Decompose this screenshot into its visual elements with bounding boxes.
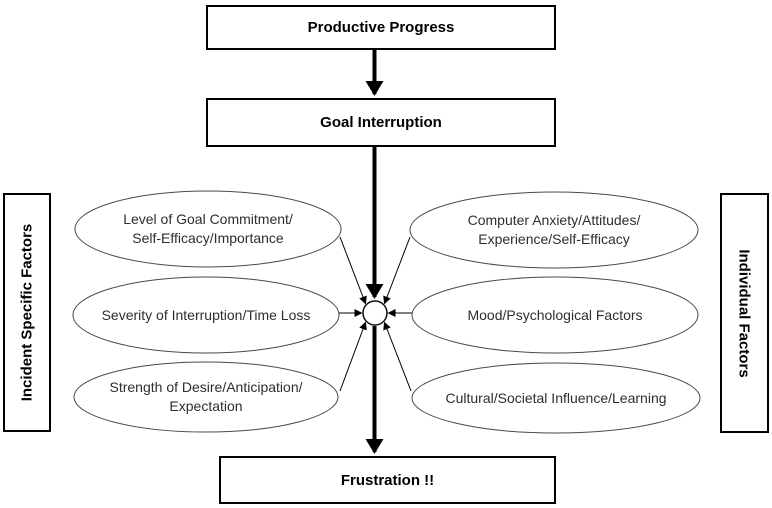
node-frustration-label: Frustration !! [340, 471, 435, 489]
category-label-individual-factors: Individual Factors [736, 248, 754, 378]
factor-ellipse-left-2 [72, 276, 340, 354]
node-productive-progress: Productive Progress [206, 5, 556, 50]
factor-ellipse-left-1 [74, 190, 342, 268]
node-productive-progress-label: Productive Progress [307, 19, 455, 36]
category-label-incident-specific-factors: Incident Specific Factors [18, 223, 36, 402]
factor-ellipse-left-3 [73, 361, 339, 433]
factor-ellipse-right-2 [411, 276, 699, 354]
node-goal-interruption: Goal Interruption [206, 98, 556, 147]
node-frustration: Frustration !! [219, 456, 556, 504]
node-goal-interruption-label: Goal Interruption [320, 114, 442, 131]
factor-ellipse-right-3 [411, 362, 701, 434]
arrow-left-1-to-hub [339, 236, 367, 305]
arrow-right-1-to-hub [383, 236, 411, 305]
arrow-right-3-to-hub [383, 321, 412, 392]
arrow-left-3-to-hub [339, 321, 367, 392]
category-box-individual-factors: Individual Factors [720, 193, 769, 433]
hub-circle [362, 300, 388, 326]
category-box-incident-specific-factors: Incident Specific Factors [3, 193, 51, 432]
factor-ellipse-right-1 [409, 191, 699, 269]
